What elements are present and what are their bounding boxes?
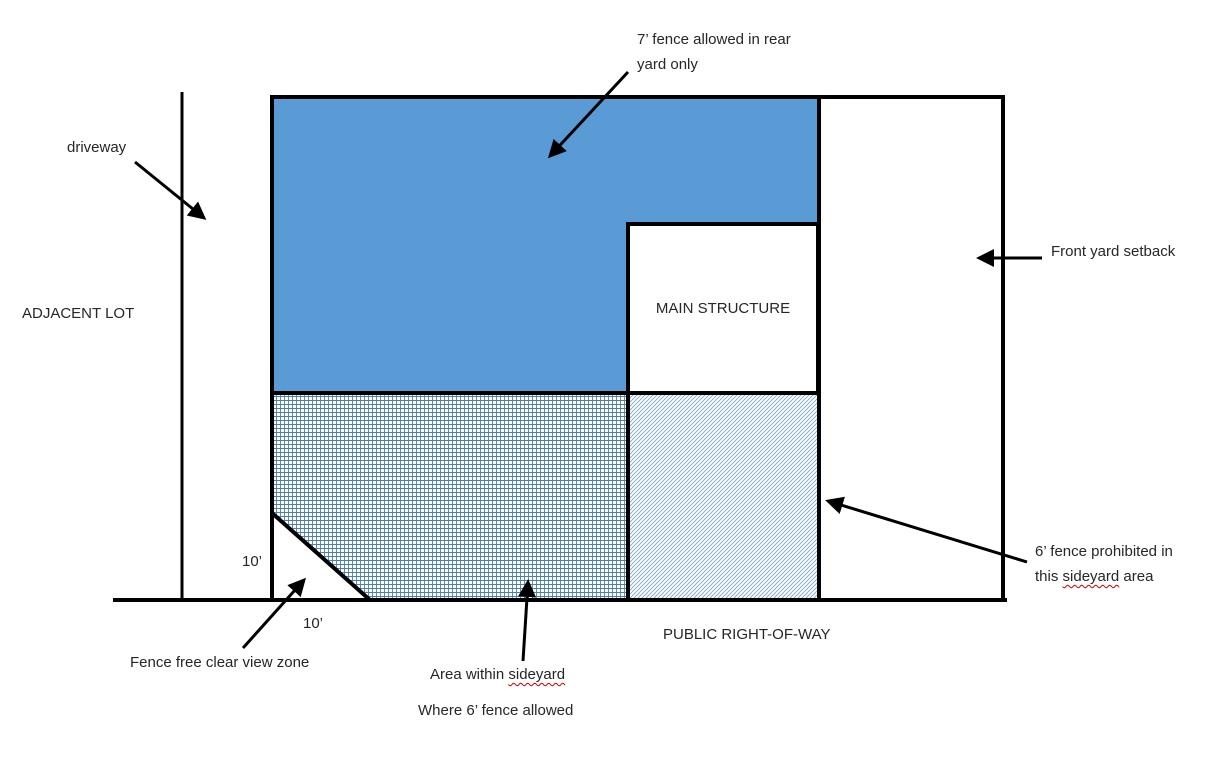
clear-view-left-dimension: 10’ (242, 553, 263, 570)
main-structure-label: MAIN STRUCTURE (655, 300, 791, 317)
fence-prohibited-line2-prefix: this (1035, 568, 1063, 585)
rear-fence-note-line1: 7’ fence allowed in rear (637, 31, 791, 48)
main-structure-box (626, 222, 820, 395)
arrow-driveway (134, 160, 207, 220)
driveway-label: driveway (67, 139, 127, 156)
front-yard-setback-label: Front yard setback (1051, 243, 1176, 260)
fence-prohibited-line2-suffix: area (1119, 568, 1154, 585)
adjacent-lot-label: ADJACENT LOT (22, 305, 135, 322)
clear-view-diagonal-line (270, 511, 372, 602)
sideyard-allowed-label-line1: Area within sideyard (430, 666, 565, 683)
fence-prohibited-line2-word: sideyard (1062, 568, 1120, 585)
arrow-clear-view-zone (241, 577, 307, 650)
sideyard-fence-prohibited-area (628, 393, 818, 600)
sideyard-allowed-line1-prefix: Area within (430, 666, 509, 683)
sideyard-allowed-line1-word: sideyard (508, 666, 566, 683)
fence-prohibited-label-line2: this sideyard area (1035, 568, 1153, 585)
sideyard-allowed-label-line2: Where 6’ fence allowed (418, 702, 574, 719)
clear-view-bottom-dimension: 10’ (303, 615, 324, 632)
arrow-fence-prohibited (825, 496, 1028, 564)
arrow-sideyard-allowed (518, 579, 537, 662)
arrow-rear-yard-note (547, 70, 630, 159)
fence-prohibited-label-line1: 6’ fence prohibited in (1035, 543, 1173, 560)
public-right-of-way-label: PUBLIC RIGHT-OF-WAY (663, 626, 831, 643)
rear-fence-note-line2: yard only (637, 56, 698, 73)
clear-view-zone-label: Fence free clear view zone (130, 654, 310, 671)
